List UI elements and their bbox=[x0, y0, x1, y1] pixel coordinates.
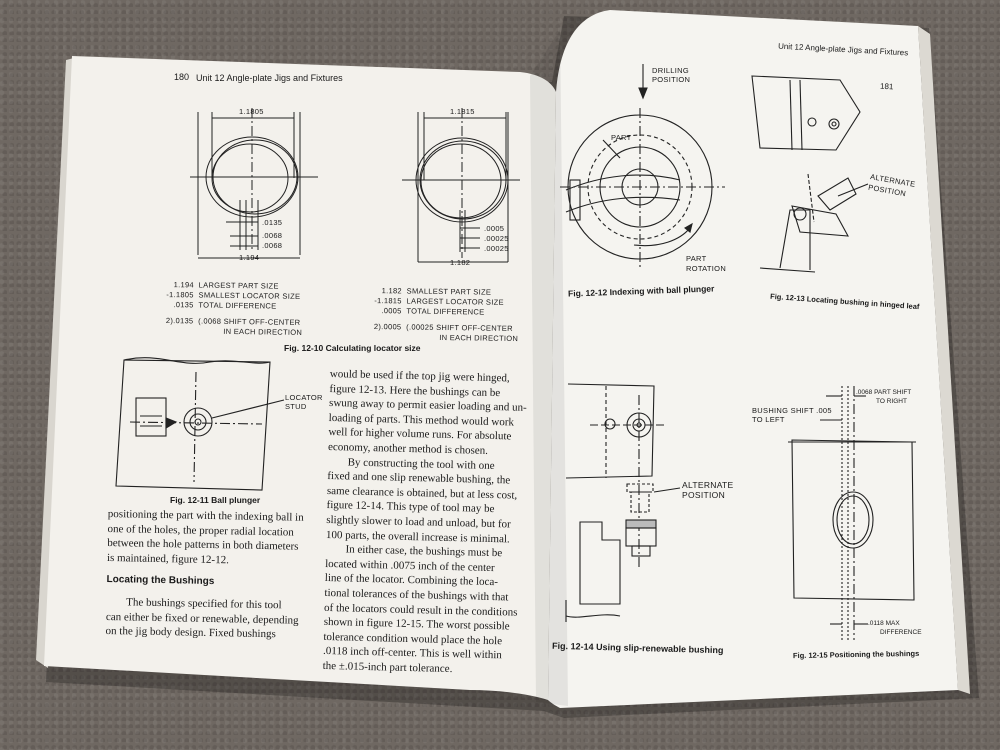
left-locator-diagram bbox=[190, 108, 318, 259]
right-shift-label-2: .00025 bbox=[484, 234, 509, 243]
max-difference-label-2: DIFFERENCE bbox=[880, 629, 922, 636]
bushing-shift-label-2: TO LEFT bbox=[752, 415, 785, 424]
fig-12-10-caption: Fig. 12-10 Calculating locator size bbox=[284, 343, 421, 353]
max-difference-label-1: .0118 MAX bbox=[868, 620, 900, 627]
fig-12-14-drawing bbox=[565, 383, 681, 622]
left-top-dim: 1.1805 bbox=[239, 107, 264, 116]
part-rotation-label-2: ROTATION bbox=[686, 264, 727, 273]
right-shift-label-3: .00025 bbox=[484, 244, 509, 253]
fig-12-15-drawing bbox=[788, 386, 916, 640]
right-locator-diagram bbox=[402, 108, 520, 263]
left-shift-label-3: .0068 bbox=[262, 241, 283, 250]
left-shift-label-2: .0068 bbox=[262, 231, 283, 240]
left-running-title: Unit 12 Angle-plate Jigs and Fixtures bbox=[196, 73, 343, 83]
right-page bbox=[548, 10, 958, 708]
fig-12-13-drawing bbox=[751, 75, 869, 273]
bushing-shift-label-1: BUSHING SHIFT .005 bbox=[752, 406, 832, 415]
left-shift-label-1: .0135 bbox=[262, 218, 283, 227]
alternate-position-label-1: ALTERNATE bbox=[682, 480, 734, 490]
part-rotation-label-1: PART bbox=[686, 254, 707, 263]
drilling-position-label-2: POSITION bbox=[652, 75, 691, 84]
locator-stud-label-2: STUD bbox=[285, 402, 307, 411]
left-page-number: 180 bbox=[174, 72, 190, 82]
right-top-dim: 1.1815 bbox=[450, 107, 475, 116]
fig-12-12-drawing bbox=[560, 64, 725, 270]
right-bottom-dim: 1.182 bbox=[450, 258, 471, 267]
fig-12-11-caption: Fig. 12-11 Ball plunger bbox=[170, 495, 261, 505]
drilling-position-label-1: DRILLING bbox=[652, 66, 689, 75]
left-bottom-dim: 1.194 bbox=[239, 253, 260, 262]
part-shift-label-1: .0068 PART SHIFT bbox=[856, 389, 912, 396]
right-shift-label-1: .0005 bbox=[484, 224, 505, 233]
part-shift-label-2: TO RIGHT bbox=[876, 398, 907, 405]
alternate-position-label-2: POSITION bbox=[682, 490, 726, 500]
locator-stud-label-1: LOCATOR bbox=[285, 393, 323, 402]
left-page bbox=[44, 56, 556, 700]
part-label: PART bbox=[611, 133, 632, 142]
